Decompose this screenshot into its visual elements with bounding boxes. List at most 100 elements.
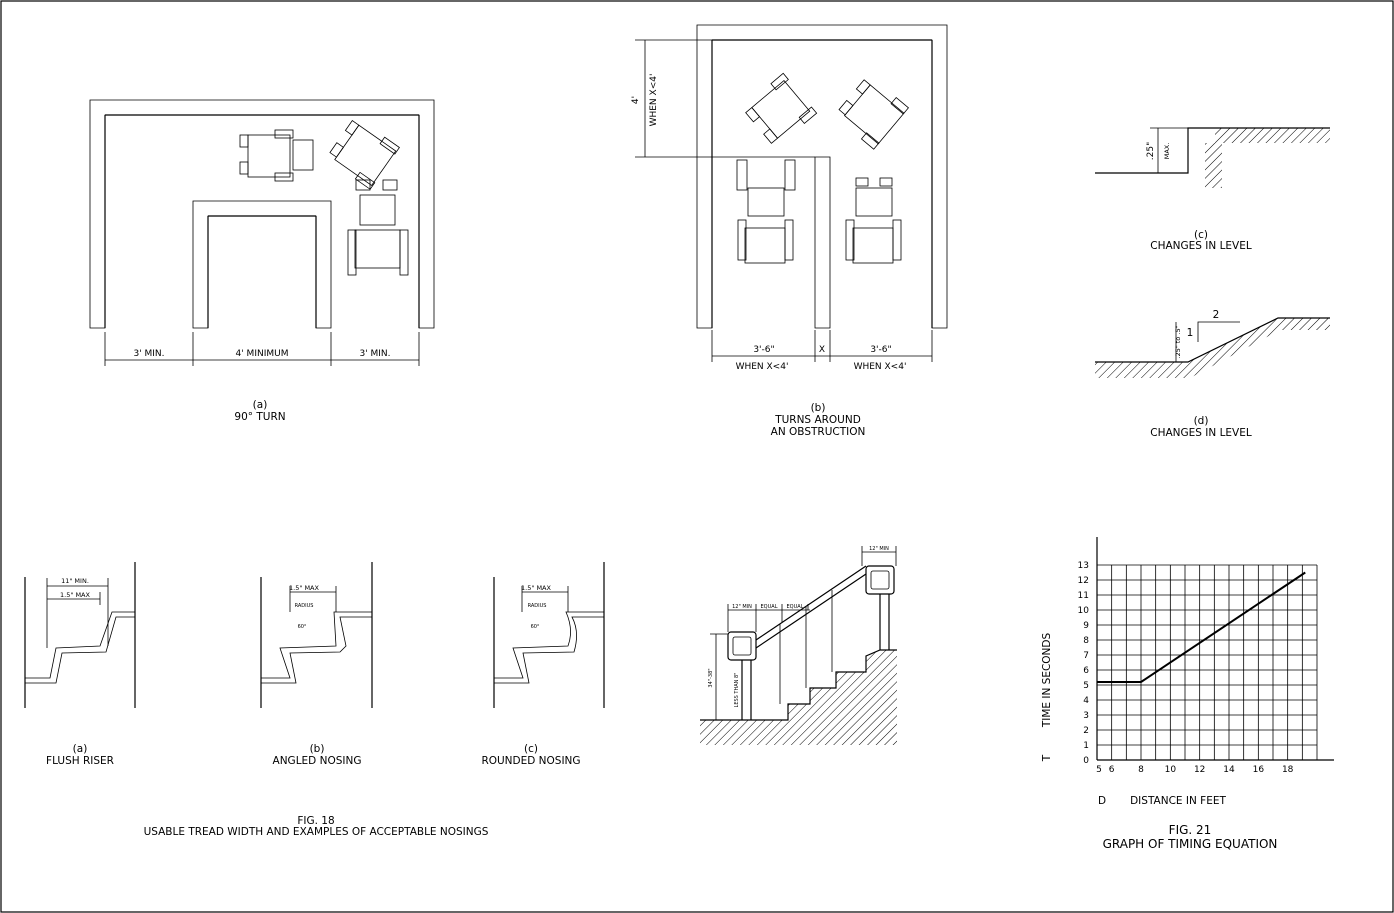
dim1: 1.5" MAX	[289, 584, 319, 592]
dim-vert-cond: WHEN X<4'	[649, 74, 659, 127]
wheelchair-icon	[347, 179, 409, 276]
outer-wall	[89, 99, 435, 329]
less-than: LESS THAN 8"	[734, 673, 740, 708]
y-tick-label: 1	[1083, 741, 1089, 751]
fig-c-label: (c)	[1194, 229, 1208, 241]
dim-x: X	[819, 345, 825, 355]
x-axis-symbol: D	[1098, 795, 1106, 807]
x-tick-label: 6	[1109, 765, 1115, 775]
y-tick-label: 12	[1078, 576, 1089, 586]
cond-right: WHEN X<4'	[854, 362, 907, 372]
fig18-subtitle: USABLE TREAD WIDTH AND EXAMPLES OF ACCEP…	[144, 826, 489, 838]
top-dim: 12" MIN	[869, 546, 889, 552]
y-tick-label: 4	[1083, 696, 1089, 706]
obstruction-wall	[814, 156, 831, 329]
rise-label: .25" to .5"	[1174, 325, 1182, 358]
radius: RADIUS	[295, 603, 314, 609]
wheelchair-icon	[745, 72, 818, 144]
dim-right: 3'-6"	[870, 345, 891, 355]
label: (c)	[524, 743, 538, 755]
x-tick-label: 8	[1138, 765, 1144, 775]
rounded-nosing: 1.5" MAX RADIUS 60° (c) ROUNDED NOSING	[481, 562, 605, 767]
y-tick-label: 9	[1083, 621, 1089, 631]
dim-b: EQUAL	[761, 604, 778, 610]
series-line	[1097, 571, 1306, 683]
outer-wall	[696, 24, 948, 329]
flush-riser: 11" MIN. 1.5" MAX (a) FLUSH RISER	[24, 562, 136, 767]
caption: ANGLED NOSING	[273, 755, 362, 767]
wheelchair-icon	[845, 177, 902, 264]
y-tick-label: 0	[1083, 756, 1089, 766]
dim-mid: 4' MINIMUM	[236, 349, 289, 359]
y-tick-label: 3	[1083, 711, 1089, 721]
fig-a-caption: 90° TURN	[234, 411, 285, 423]
slope-rise: 1	[1187, 327, 1194, 339]
chart-series	[1097, 571, 1306, 683]
dim1: 1.5" MAX	[521, 584, 551, 592]
dim-c: EQUAL	[787, 604, 804, 610]
dim-right: 3' MIN.	[359, 349, 390, 359]
y-tick-label: 2	[1083, 726, 1089, 736]
wheelchair-icon	[736, 159, 796, 264]
fig18-title: FIG. 18	[297, 815, 334, 827]
y-axis-label: TIME IN SECONDS	[1041, 633, 1053, 729]
fig-b-turns-around-obstruction: 4' WHEN X<4' 3'-6" X 3'-6" WHEN X<4' WHE…	[631, 24, 948, 438]
angled-nosing: 1.5" MAX RADIUS 60° (b) ANGLED NOSING	[260, 562, 373, 767]
y-tick-label: 5	[1083, 681, 1089, 691]
dim-max: MAX.	[1163, 143, 1171, 160]
label: (b)	[310, 743, 325, 755]
fig-d-label: (d)	[1194, 415, 1209, 427]
x-axis-label: DISTANCE IN FEET	[1130, 795, 1226, 807]
caption: ROUNDED NOSING	[481, 755, 580, 767]
y-tick-label: 10	[1078, 606, 1090, 616]
wheelchair-icon	[838, 79, 910, 150]
x-tick-label: 12	[1194, 765, 1205, 775]
radius: RADIUS	[528, 603, 547, 609]
dim-value: .25"	[1146, 142, 1156, 160]
chart-grid	[1097, 564, 1318, 760]
angle: 60°	[531, 624, 540, 630]
y-tick-label: 8	[1083, 636, 1089, 646]
x-tick-label: 14	[1223, 765, 1235, 775]
handrail-detail: 12" MIN 12" MIN EQUAL EQUAL 34"-38" LESS…	[700, 546, 897, 745]
fig-b-caption-2: AN OBSTRUCTION	[771, 426, 866, 438]
y-axis-symbol: T	[1041, 754, 1053, 762]
cond-left: WHEN X<4'	[736, 362, 789, 372]
label: (a)	[73, 743, 88, 755]
height: 34"-38"	[708, 668, 714, 687]
y-tick-label: 7	[1083, 651, 1089, 661]
dim2: 1.5" MAX	[60, 591, 90, 599]
wheelchair-icon	[329, 120, 400, 190]
fig-c-caption: CHANGES IN LEVEL	[1150, 240, 1252, 252]
dim-left: 3' MIN.	[133, 349, 164, 359]
fig-b-label: (b)	[811, 402, 826, 414]
caption: FLUSH RISER	[46, 755, 114, 767]
slope-run: 2	[1213, 309, 1220, 321]
fig-b-caption-1: TURNS AROUND	[774, 414, 861, 426]
wheelchair-icon	[239, 129, 314, 182]
fig-d-caption: CHANGES IN LEVEL	[1150, 427, 1252, 439]
inner-obstruction	[192, 200, 332, 329]
fig-c-changes-in-level: .25" MAX. (c) CHANGES IN LEVEL	[1095, 127, 1330, 252]
chart-title: FIG. 21	[1169, 823, 1212, 837]
y-tick-label: 13	[1078, 561, 1089, 571]
dim1: 11" MIN.	[61, 577, 89, 585]
x-tick-label: 10	[1165, 765, 1177, 775]
x-tick-label: 18	[1282, 765, 1294, 775]
dim-vert-value: 4'	[631, 96, 641, 104]
y-tick-label: 11	[1078, 591, 1089, 601]
angle: 60°	[298, 624, 307, 630]
y-tick-label: 6	[1083, 666, 1089, 676]
chart-subtitle: GRAPH OF TIMING EQUATION	[1103, 837, 1278, 851]
fig-18-nosings: 11" MIN. 1.5" MAX (a) FLUSH RISER 1.5" M…	[24, 562, 605, 838]
fig-a-label: (a)	[253, 399, 268, 411]
fig-a-90-turn: 3' MIN. 4' MINIMUM 3' MIN. (a) 90° TURN	[89, 99, 435, 423]
dim-a: 12" MIN	[732, 604, 752, 610]
dim-left: 3'-6"	[753, 345, 774, 355]
x-tick-label: 5	[1096, 765, 1102, 775]
